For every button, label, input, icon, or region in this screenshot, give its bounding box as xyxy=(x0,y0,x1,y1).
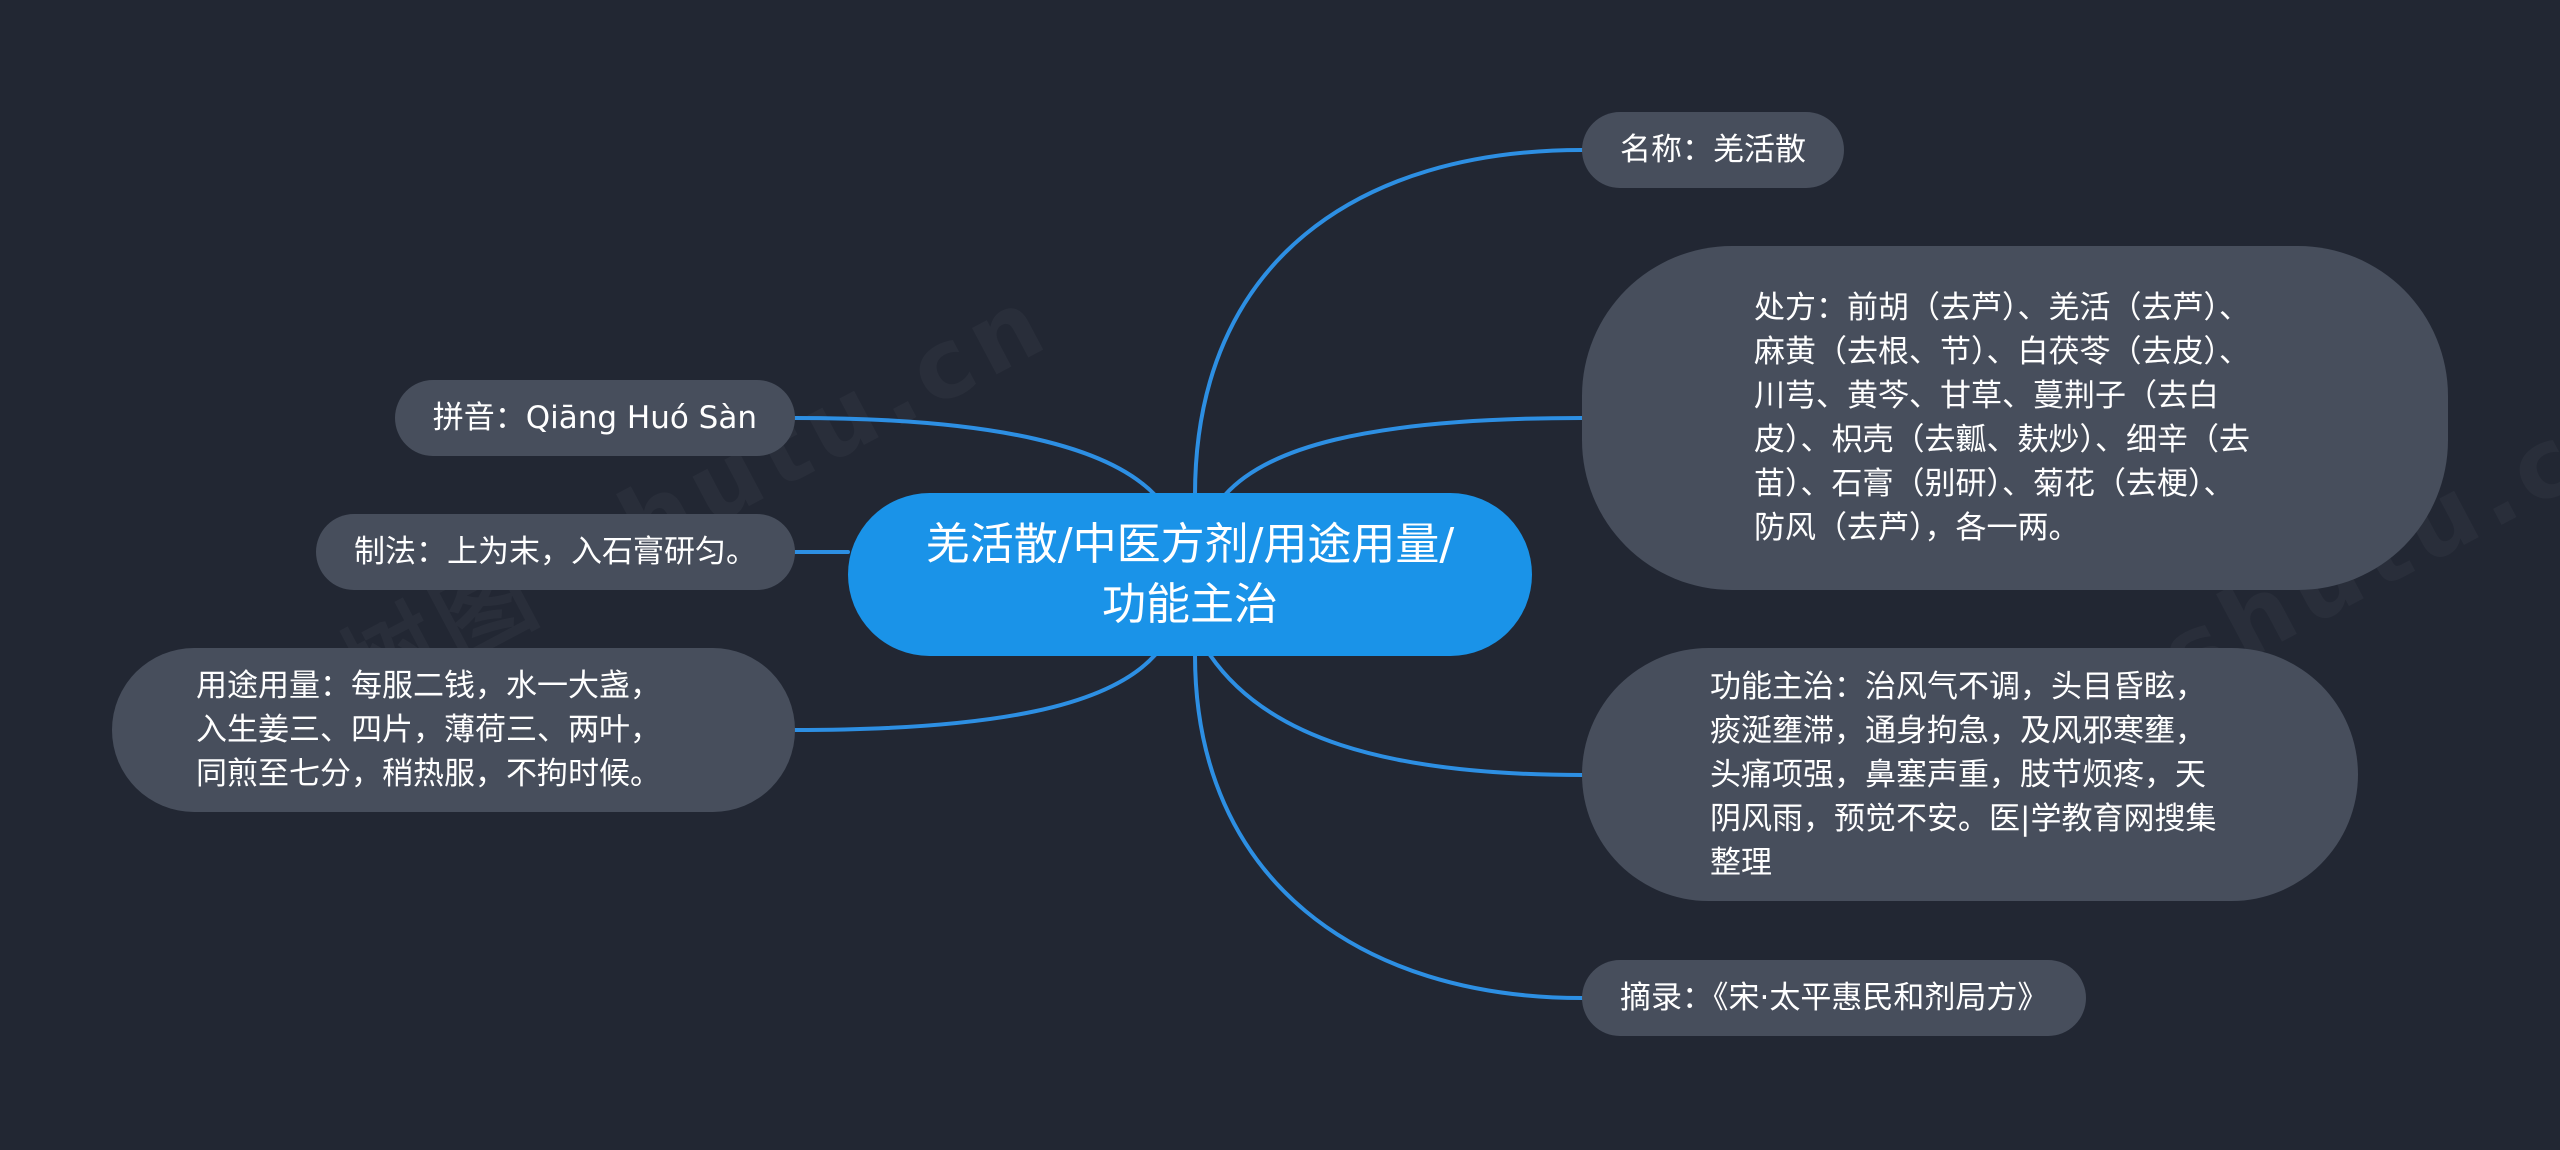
node-preparation[interactable]: 制法：上为末，入石膏研匀。 xyxy=(316,514,795,590)
node-name[interactable]: 名称：羌活散 xyxy=(1582,112,1844,188)
node-pinyin-label: 拼音：Qiāng Huó Sàn xyxy=(432,400,757,436)
node-prescription-label: 处方：前胡（去芦）、羌活（去芦）、麻黄（去根、节）、白茯苓（去皮）、川芎、黄芩、… xyxy=(1754,290,2250,546)
node-indications[interactable]: 功能主治：治风气不调，头目昏眩，痰涎壅滞，通身拘急，及风邪寒壅，头痛项强，鼻塞声… xyxy=(1582,648,2358,901)
node-preparation-label: 制法：上为末，入石膏研匀。 xyxy=(354,534,757,570)
node-indications-label: 功能主治：治风气不调，头目昏眩，痰涎壅滞，通身拘急，及风邪寒壅，头痛项强，鼻塞声… xyxy=(1710,668,2217,881)
node-prescription[interactable]: 处方：前胡（去芦）、羌活（去芦）、麻黄（去根、节）、白茯苓（去皮）、川芎、黄芩、… xyxy=(1582,246,2448,590)
node-usage-label: 用途用量：每服二钱，水一大盏， 入生姜三、四片，薄荷三、两叶， 同煎至七分，稍热… xyxy=(196,668,661,792)
connector-pinyin xyxy=(793,416,1157,497)
node-pinyin[interactable]: 拼音：Qiāng Huó Sàn xyxy=(394,380,795,456)
node-source-label: 摘录：《宋·太平惠民和剂局方》 xyxy=(1620,980,2049,1016)
connector-indications xyxy=(1208,653,1584,777)
connector-source xyxy=(1193,653,1584,1000)
root-topic-label: 羌活散/中医方剂/用途用量/功能主治 xyxy=(925,518,1455,630)
connector-name xyxy=(1193,148,1584,497)
node-usage[interactable]: 用途用量：每服二钱，水一大盏， 入生姜三、四片，薄荷三、两叶， 同煎至七分，稍热… xyxy=(112,648,795,812)
connector-usage xyxy=(793,653,1157,732)
root-topic[interactable]: 羌活散/中医方剂/用途用量/功能主治 xyxy=(848,493,1532,656)
node-name-label: 名称：羌活散 xyxy=(1620,132,1806,168)
connector-prescription xyxy=(1223,416,1584,497)
node-source[interactable]: 摘录：《宋·太平惠民和剂局方》 xyxy=(1582,960,2087,1036)
